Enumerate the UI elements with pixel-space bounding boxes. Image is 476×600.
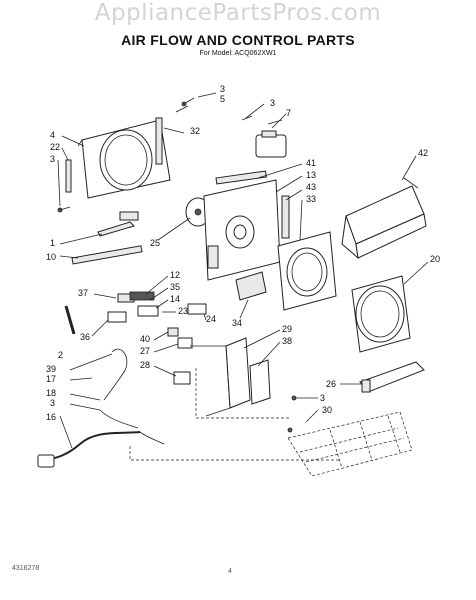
callout: 26 xyxy=(326,379,336,389)
callout: 12 xyxy=(170,270,180,280)
callout: 13 xyxy=(306,170,316,180)
wire-harness xyxy=(103,348,128,401)
callout: 4 xyxy=(50,130,55,140)
drain-strip xyxy=(71,245,143,265)
discharge-duct xyxy=(341,177,427,260)
watermark: AppliancePartsPros.com xyxy=(94,0,382,26)
control-bracket xyxy=(190,337,271,417)
callout: 23 xyxy=(178,306,188,316)
base-pan xyxy=(287,411,413,477)
callout: 24 xyxy=(206,314,216,324)
callout: 36 xyxy=(80,332,90,342)
callout: 30 xyxy=(322,405,332,415)
thermostat-bulb xyxy=(167,327,179,337)
screw-set xyxy=(57,97,195,213)
part-number-footer: 4316278 xyxy=(12,565,40,572)
callout: 5 xyxy=(220,94,225,104)
bulkhead-assembly xyxy=(203,179,281,281)
blower-scroll xyxy=(277,231,337,311)
label-plate xyxy=(129,291,155,301)
callout: 43 xyxy=(306,182,316,192)
seal-strip-vertical xyxy=(281,195,290,239)
switch-block xyxy=(137,305,159,317)
callout: 29 xyxy=(282,324,292,334)
louver-handle xyxy=(359,361,425,393)
callout: 3 xyxy=(50,398,55,408)
control-plate xyxy=(235,271,267,301)
seal-strip xyxy=(65,159,72,193)
callout-labels: 3 5 4 32 22 3 1 10 25 3 7 41 13 43 33 42… xyxy=(46,84,440,422)
model-subtitle: For Model: ACQ062XW1 xyxy=(199,50,277,57)
knob-plate xyxy=(107,311,127,323)
callout: 27 xyxy=(140,346,150,356)
page-number: 4 xyxy=(228,568,232,575)
callout: 39 xyxy=(46,364,56,374)
callout: 18 xyxy=(46,388,56,398)
bracket-bar xyxy=(97,221,135,237)
callout: 14 xyxy=(170,294,180,304)
bracket-block xyxy=(119,211,139,221)
diagram-title: AIR FLOW AND CONTROL PARTS xyxy=(121,32,355,48)
callout: 10 xyxy=(46,252,56,262)
callout: 38 xyxy=(282,336,292,346)
capacitor xyxy=(241,115,287,158)
screw-a xyxy=(291,395,297,401)
callout: 22 xyxy=(50,142,60,152)
callout: 3 xyxy=(220,84,225,94)
leader-lines xyxy=(57,92,429,449)
callout: 33 xyxy=(306,194,316,204)
selector-switch xyxy=(177,337,193,349)
callout: 20 xyxy=(430,254,440,264)
callout: 37 xyxy=(78,288,88,298)
callout: 7 xyxy=(286,108,291,118)
rotary-switch xyxy=(173,371,191,385)
foam-strip xyxy=(215,170,267,185)
callout: 35 xyxy=(170,282,180,292)
fan-orifice xyxy=(351,275,411,353)
callout: 3 xyxy=(270,98,275,108)
rear-shroud-panel xyxy=(77,117,171,199)
callout: 25 xyxy=(150,238,160,248)
power-cord xyxy=(37,409,165,468)
overlay-plate xyxy=(187,303,207,315)
callout: 32 xyxy=(190,126,200,136)
rod xyxy=(64,305,76,335)
guide-line-b xyxy=(195,368,290,419)
callout: 1 xyxy=(50,238,55,248)
callout: 3 xyxy=(50,154,55,164)
callout: 16 xyxy=(46,412,56,422)
guide-line-a xyxy=(129,446,340,461)
screw-b xyxy=(287,427,293,433)
callout: 41 xyxy=(306,158,316,168)
callout: 34 xyxy=(232,318,242,328)
callout: 28 xyxy=(140,360,150,370)
callout: 3 xyxy=(320,393,325,403)
callout: 40 xyxy=(140,334,150,344)
callout: 17 xyxy=(46,374,56,384)
callout: 2 xyxy=(58,350,63,360)
callout: 42 xyxy=(418,148,428,158)
